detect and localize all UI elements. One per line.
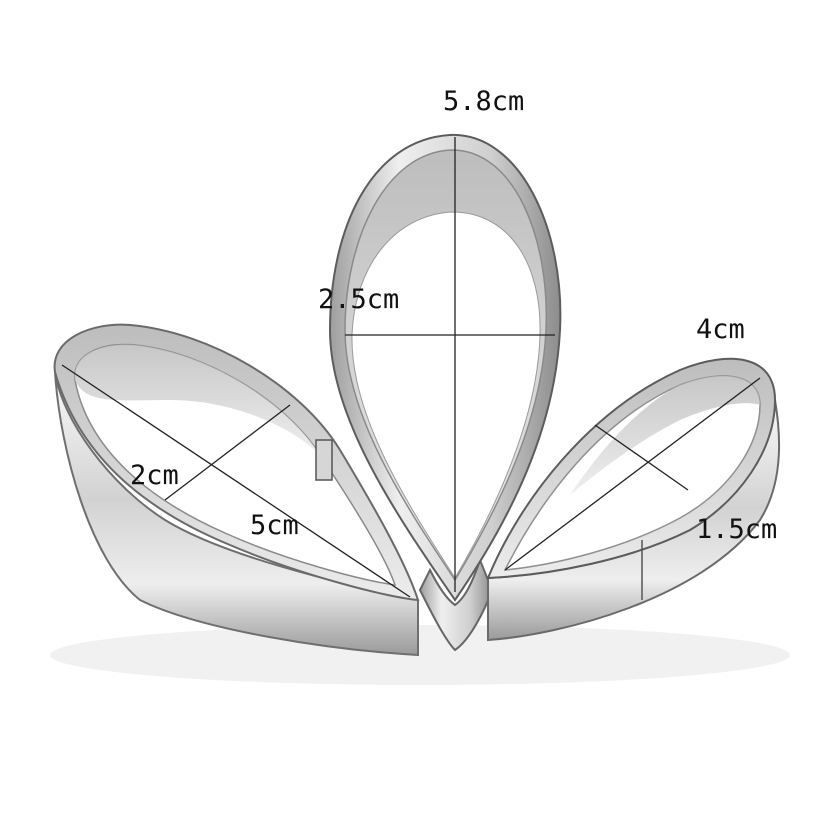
cutter-left: [53, 323, 420, 657]
cutter-left-length-line: [61, 364, 411, 598]
cutter-center: [328, 133, 562, 652]
cutter-center-opening: [351, 211, 541, 579]
cutter-right-width-line: [594, 424, 689, 491]
cutter-left-seam: [315, 439, 333, 481]
right-width-label: 1.5cm: [696, 514, 778, 545]
floor-shadow: [50, 625, 790, 685]
cutter-right: [486, 357, 781, 642]
left-width-label: 2cm: [130, 460, 179, 491]
left-length-label: 5cm: [250, 510, 299, 541]
cutter-left-width-line: [164, 404, 291, 501]
center-length-label: 5.8cm: [443, 86, 525, 117]
center-width-label: 2.5cm: [318, 284, 400, 315]
cutter-left-wall: [54, 371, 419, 657]
cutter-right-length-line: [504, 377, 761, 571]
right-length-label: 4cm: [696, 314, 745, 345]
cutter-right-inner-wall: [570, 375, 760, 495]
cutter-left-inner-wall: [74, 344, 321, 455]
